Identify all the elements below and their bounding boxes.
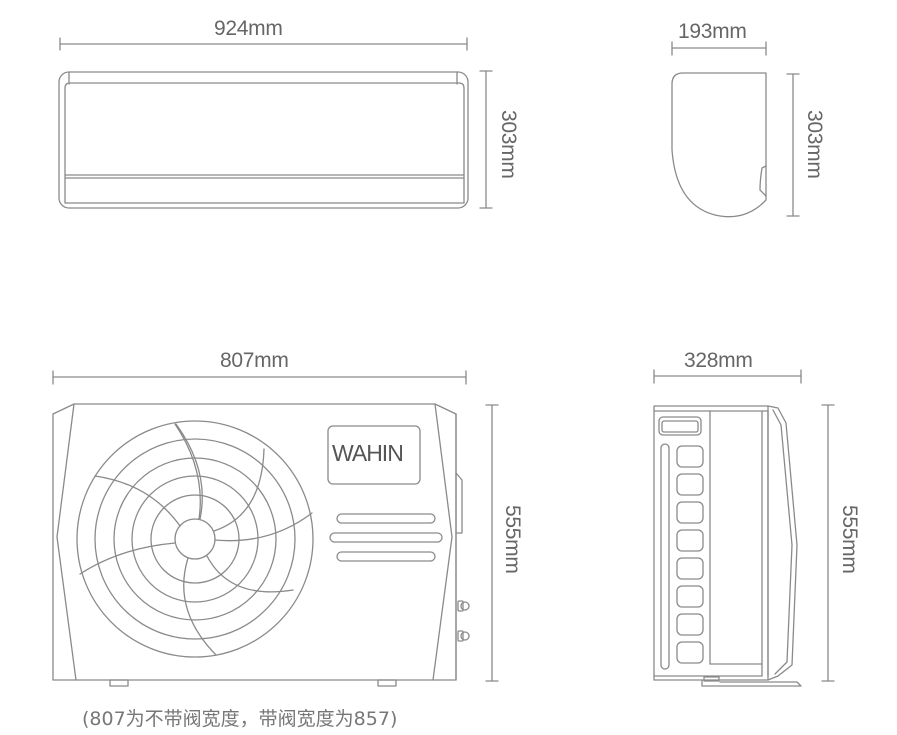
indoor-width-label: 924mm (214, 17, 283, 40)
indoor-depth-label: 193mm (678, 20, 747, 43)
outdoor-unit-front-view (53, 371, 498, 686)
indoor-unit-front-view (59, 38, 492, 208)
brand-logo: WAHIN (332, 440, 404, 466)
indoor-side-height-label: 303mm (803, 110, 826, 179)
outdoor-width-label: 807mm (220, 349, 289, 372)
indoor-unit-side-view (672, 42, 799, 217)
outdoor-side-body (654, 406, 768, 680)
indoor-depth-dimension-line (672, 42, 766, 55)
outdoor-unit-side-view (654, 370, 834, 686)
indoor-height-dimension-line (480, 71, 492, 208)
indoor-width-dimension-line (60, 38, 467, 50)
outdoor-width-dimension-line (53, 371, 466, 384)
indoor-height-label: 303mm (497, 110, 520, 179)
indoor-unit-body (59, 72, 468, 208)
side-vent-cells (677, 446, 703, 663)
indoor-side-profile (672, 73, 766, 217)
outdoor-height-dimension-line (486, 405, 498, 681)
fan-guard-icon (77, 421, 313, 657)
outdoor-depth-label: 328mm (684, 349, 753, 372)
indoor-side-height-dimension-line (787, 74, 799, 216)
outdoor-height-label: 555mm (501, 505, 524, 574)
footnote: (807为不带阀宽度，带阀宽度为857) (82, 708, 398, 730)
brand-badge (328, 426, 420, 484)
vent-slots (330, 514, 442, 561)
outdoor-depth-dimension-line (654, 370, 801, 383)
outdoor-side-height-dimension-line (822, 405, 834, 681)
outdoor-side-height-label: 555mm (838, 505, 861, 574)
